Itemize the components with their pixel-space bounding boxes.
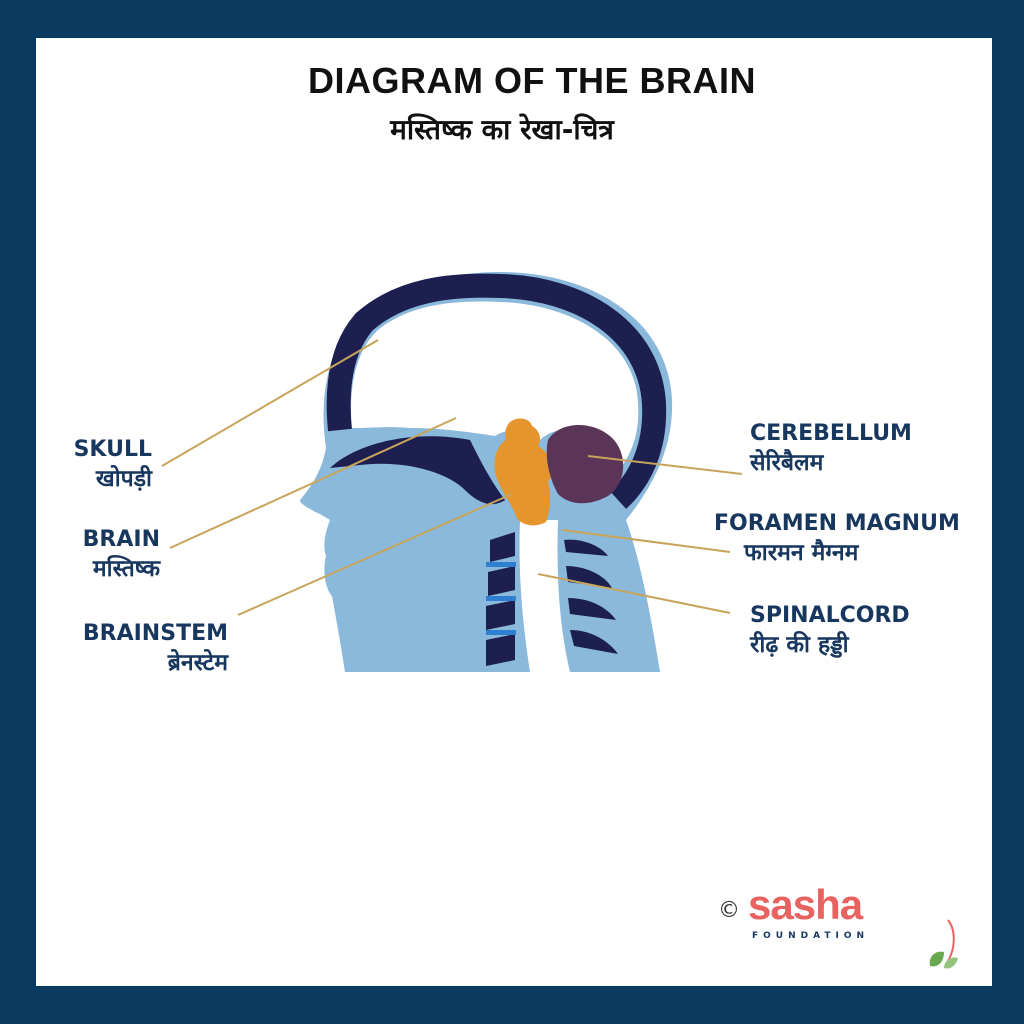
label-brainstem: BRAINSTEM ब्रेनस्टेम xyxy=(40,620,228,678)
label-foramen-magnum-en: FORAMEN MAGNUM xyxy=(714,511,960,536)
copyright-symbol: © xyxy=(718,898,740,923)
cerebellum-shape xyxy=(546,425,624,504)
skull-outline xyxy=(326,273,667,509)
label-skull-hi: खोपड़ी xyxy=(95,465,152,492)
skull-base xyxy=(330,436,505,505)
spinalcord-leader xyxy=(537,573,731,614)
label-cerebellum: CEREBELLUM सेरिबैलम xyxy=(750,420,970,478)
label-cerebellum-hi: सेरिबैलम xyxy=(750,449,824,476)
spinal-cord xyxy=(519,520,570,672)
vertebrae-right xyxy=(564,539,618,654)
brain-area xyxy=(351,301,639,466)
vertebrae-left xyxy=(486,532,515,666)
label-brain-hi: मस्तिष्क xyxy=(92,555,160,582)
foramen-leader xyxy=(561,529,731,553)
vertebrae-discs xyxy=(486,562,516,635)
skull-leader xyxy=(161,339,379,467)
label-foramen-magnum-hi: फारमन मैग्नम xyxy=(744,539,859,566)
label-spinalcord-hi: रीढ़ की हड्डी xyxy=(750,631,849,658)
label-skull: SKULL खोपड़ी xyxy=(40,436,152,494)
page-subtitle: मस्तिष्क का रेखा-चित्र xyxy=(390,113,614,146)
label-cerebellum-en: CEREBELLUM xyxy=(750,421,912,446)
leader-lines xyxy=(161,339,743,616)
brainstem-shape xyxy=(494,418,553,526)
label-spinalcord: SPINALCORD रीढ़ की हड्डी xyxy=(750,602,970,660)
label-brain-en: BRAIN xyxy=(82,527,160,552)
label-brainstem-hi: ब्रेनस्टेम xyxy=(167,649,228,676)
brand-subtitle: FOUNDATION xyxy=(752,931,870,941)
cerebellum-leader xyxy=(587,455,743,475)
page-title: DIAGRAM OF THE BRAIN xyxy=(308,60,756,101)
label-foramen-magnum: FORAMEN MAGNUM फारमन मैग्नम xyxy=(714,510,986,568)
label-brainstem-en: BRAINSTEM xyxy=(82,621,228,646)
label-brain: BRAIN मस्तिष्क xyxy=(40,526,160,584)
brainstem-leader xyxy=(237,493,513,616)
brand-logo: sasha xyxy=(748,881,863,928)
label-spinalcord-en: SPINALCORD xyxy=(750,603,910,628)
brain-leader xyxy=(169,417,457,549)
leaf-icon xyxy=(929,919,958,969)
label-skull-en: SKULL xyxy=(73,437,152,462)
